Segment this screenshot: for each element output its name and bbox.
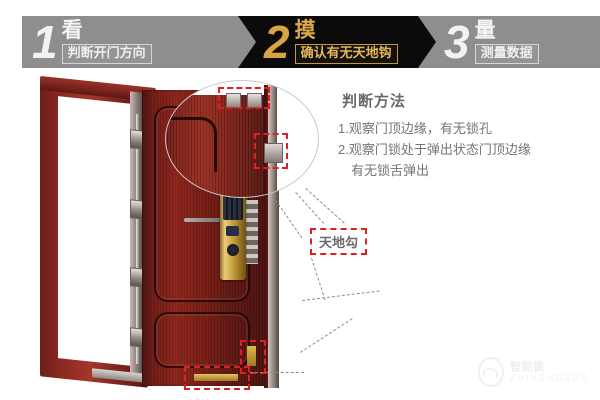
brand-logo-icon [478, 357, 504, 387]
step-1-title: 看 [61, 19, 83, 42]
step-2[interactable]: 2 摸 确认有无天地钩 [238, 16, 438, 68]
side-deadbolts [246, 200, 258, 264]
watermark-line-1: 智能锁 [509, 360, 545, 373]
lock-keypad-icon [223, 193, 243, 220]
step-3[interactable]: 3 量 测量数据 [418, 16, 600, 68]
step-2-title: 摸 [294, 19, 316, 42]
step-header-bar: 1 看 判断开门方向 2 摸 确认有无天地钩 3 量 测量数据 [22, 16, 600, 68]
magnified-side-bolt [264, 143, 283, 163]
magnified-edge-shadow [264, 85, 269, 197]
magnifier-content [166, 81, 318, 197]
lock-shackle-icon [483, 367, 499, 377]
instruction-line-3: 有无锁舌弹出 [351, 163, 430, 179]
magnified-door-surface [166, 95, 270, 197]
magnified-panel-edge [166, 117, 217, 172]
bottom-edge-latch [194, 374, 238, 381]
step-1-subtitle: 判断开门方向 [61, 44, 152, 64]
bottom-latch-bolt [247, 346, 256, 366]
step-3-subtitle: 测量数据 [474, 44, 539, 64]
highlight-box-bottom-edge [184, 366, 250, 390]
callout-tiandigou: 天地勾 [310, 228, 368, 255]
door-lock-edge [268, 88, 279, 388]
fingerprint-icon [227, 244, 239, 256]
instructions-block: 判断方法 1.观察门顶边缘，有无锁孔 2.观察门锁处于弹出状态门顶边缘 有无锁舌… [338, 90, 588, 181]
doorway-opening [58, 96, 132, 366]
step-3-background [418, 16, 600, 68]
highlight-box-side-bolt [254, 133, 288, 169]
smart-lock[interactable] [220, 188, 246, 280]
watermark-line-2: ZHINENGSUO [509, 373, 590, 384]
leader-line [250, 372, 304, 373]
step-3-number: 3 [444, 16, 470, 68]
instruction-line-1: 1.观察门顶边缘，有无锁孔 [338, 121, 492, 136]
instructions-title: 判断方法 [342, 93, 407, 110]
watermark-text: 智能锁 ZHINENGSUO [510, 361, 590, 383]
hinge-rod [136, 113, 139, 365]
magnified-wood-grain [166, 95, 270, 197]
door-edge-shadow [264, 88, 269, 388]
highlight-box-top-bolts [218, 87, 270, 109]
step-2-subtitle: 确认有无天地钩 [294, 44, 398, 64]
step-3-title: 量 [474, 19, 496, 42]
step-1[interactable]: 1 看 判断开门方向 [22, 16, 262, 68]
lock-display-icon [226, 226, 239, 236]
watermark: 智能锁 ZHINENGSUO [478, 356, 590, 388]
door-panel-lower [154, 312, 250, 368]
magnifier-circle [165, 80, 319, 198]
step-1-number: 1 [32, 16, 58, 68]
door-handle [184, 218, 224, 222]
instruction-line-2: 2.观察门锁处于弹出状态门顶边缘 [338, 142, 531, 158]
magnified-door-edge [268, 85, 277, 197]
highlight-box-bottom-right [240, 340, 266, 374]
step-2-number: 2 [264, 16, 290, 68]
